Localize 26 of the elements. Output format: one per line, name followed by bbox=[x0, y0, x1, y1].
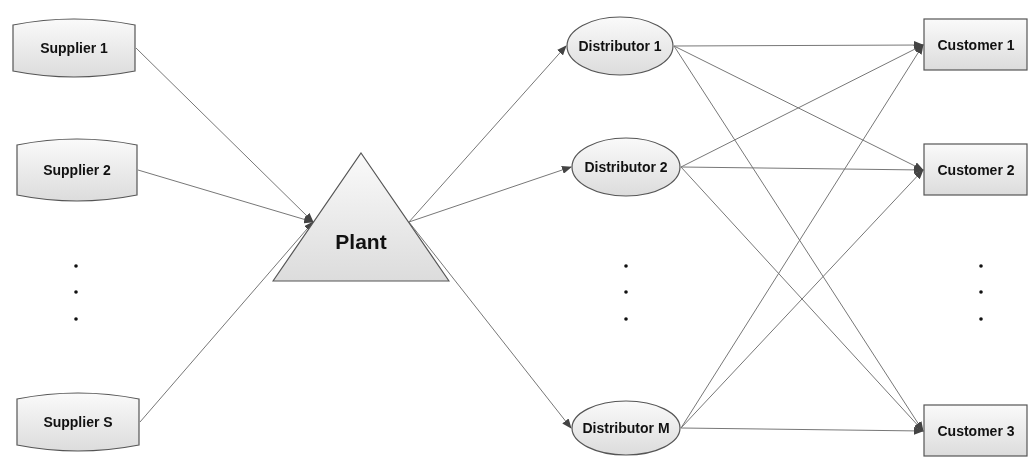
plant-triangle bbox=[272, 152, 450, 282]
node-label: Plant bbox=[335, 229, 387, 256]
node-label: Distributor 1 bbox=[578, 36, 662, 56]
node-label: Supplier S bbox=[43, 412, 113, 432]
node-label: Distributor M bbox=[582, 418, 670, 438]
arrow bbox=[673, 41, 924, 50]
distributor-ellipse bbox=[566, 16, 674, 76]
supplier-cylinder bbox=[12, 16, 136, 80]
node-label: Supplier 1 bbox=[40, 38, 108, 58]
supplier-cylinder bbox=[16, 390, 140, 454]
arrow bbox=[680, 426, 924, 435]
node-label: Distributor 2 bbox=[584, 157, 668, 177]
node-label: Customer 3 bbox=[937, 421, 1015, 441]
customer-box bbox=[923, 18, 1029, 72]
node-label: Supplier 2 bbox=[43, 160, 111, 180]
node-label: Customer 1 bbox=[937, 35, 1015, 55]
customer-box bbox=[923, 404, 1029, 458]
customer-box bbox=[923, 143, 1029, 197]
node-label: Customer 2 bbox=[937, 160, 1015, 180]
arrow bbox=[408, 166, 572, 223]
arrow bbox=[408, 45, 567, 223]
distributor-ellipse bbox=[571, 137, 681, 197]
supplier-cylinder bbox=[16, 136, 138, 204]
distributor-ellipse bbox=[571, 400, 681, 456]
arrow bbox=[680, 165, 924, 174]
arrow bbox=[135, 47, 314, 223]
